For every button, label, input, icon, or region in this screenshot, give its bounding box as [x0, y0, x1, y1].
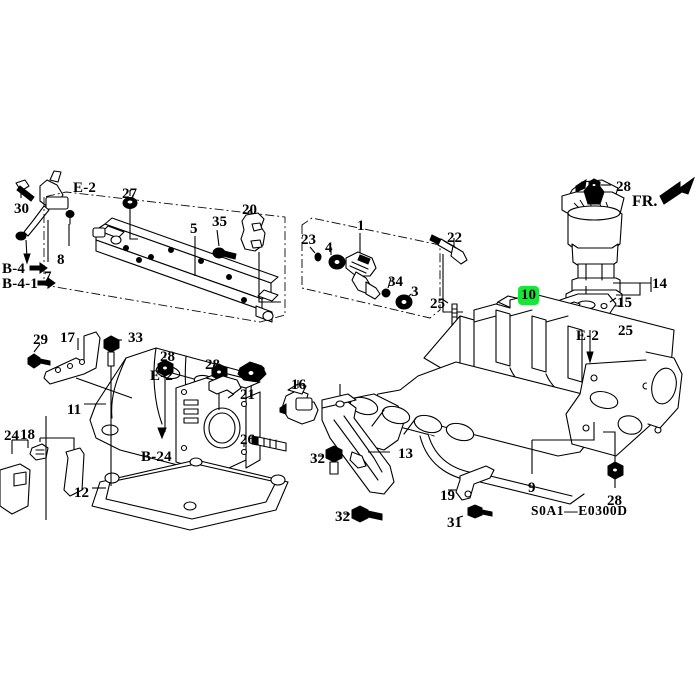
callout-number-32: 32 [310, 451, 325, 467]
callout-number-31: 31 [447, 515, 462, 531]
callout-number-14: 14 [652, 276, 667, 292]
callout-number-23: 23 [301, 232, 316, 248]
highlighted-callout-badge: 10 [518, 286, 539, 305]
group-manifold-cover [0, 331, 289, 531]
callout-number-21: 21 [240, 387, 255, 403]
callout-number-28: 28 [607, 493, 622, 509]
callout-number-32: 32 [335, 509, 350, 525]
callout-reference-e-2: E-2 [73, 180, 97, 196]
callout-code-s0a1-e0300d: S0A1—E0300D [531, 503, 628, 518]
callout-number-28: 28 [205, 357, 220, 373]
callout-number-8: 8 [57, 252, 65, 268]
callout-number-7: 7 [44, 269, 52, 285]
callout-number-12: 12 [74, 485, 89, 501]
callout-number-27: 27 [122, 186, 137, 202]
group-injector-assembly [301, 217, 441, 319]
callout-number-9: 9 [528, 480, 536, 496]
callout-number-16: 16 [291, 377, 306, 393]
callout-number-13: 13 [398, 446, 413, 462]
callout-orientation-fr-: FR. [632, 193, 658, 210]
callout-number-17: 17 [60, 330, 75, 346]
callout-reference-e-2: E-2 [576, 328, 600, 344]
group-egr-valve [559, 178, 652, 321]
callout-number-11: 11 [67, 402, 82, 418]
callout-number-35: 35 [212, 214, 227, 230]
callout-reference-e-2: E-2 [150, 368, 174, 384]
callout-number-33: 33 [128, 330, 143, 346]
callout-reference-b-24: B-24 [141, 449, 172, 465]
callout-number-4: 4 [325, 240, 333, 256]
callout-number-1: 1 [357, 218, 365, 234]
callout-number-28: 28 [160, 349, 175, 365]
callout-number-24: 24 [4, 428, 19, 444]
callout-number-30: 30 [14, 201, 29, 217]
callout-reference-b-4-1: B-4-1 [2, 276, 38, 292]
callout-number-29: 29 [33, 332, 48, 348]
group-fuel-rail [43, 190, 286, 323]
callout-number-25: 25 [430, 296, 445, 312]
callout-number-25: 25 [618, 323, 633, 339]
callout-number-19: 19 [440, 488, 455, 504]
group-fuel-regulator [15, 170, 75, 289]
group-bracket-13 [279, 380, 395, 523]
callout-number-15: 15 [617, 295, 632, 311]
callout-number-3: 3 [411, 284, 419, 300]
group-intake-manifold [331, 293, 683, 519]
callout-number-20: 20 [242, 202, 257, 218]
callout-number-34: 34 [388, 274, 403, 290]
callout-number-26: 26 [240, 432, 255, 448]
callout-number-10: 10 [518, 286, 539, 305]
callout-number-28: 28 [616, 179, 631, 195]
callout-number-22: 22 [447, 230, 462, 246]
callout-number-5: 5 [190, 221, 198, 237]
callout-number-2: 2 [258, 364, 266, 380]
callout-number-18: 18 [20, 427, 35, 443]
fr-arrow [659, 176, 696, 205]
callout-reference-b-4: B-4 [2, 261, 26, 277]
